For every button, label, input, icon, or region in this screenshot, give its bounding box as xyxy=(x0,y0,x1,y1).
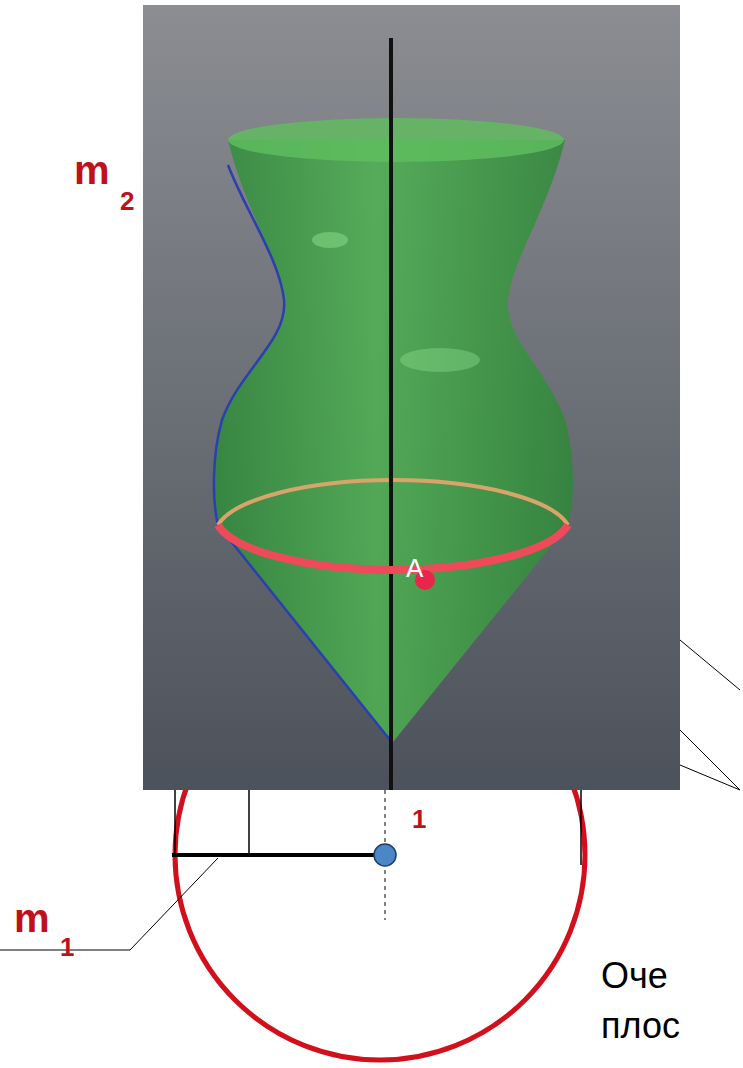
label-m: m xyxy=(14,898,50,938)
subscript: 1 xyxy=(60,934,74,960)
projection-line xyxy=(174,790,176,855)
vase-surface xyxy=(214,140,573,742)
body-text: Оче xyxy=(601,958,668,994)
projection-line xyxy=(580,790,582,865)
meridian-curve xyxy=(214,165,390,740)
leader-line xyxy=(680,730,740,790)
subscript: 2 xyxy=(120,188,134,214)
render-background xyxy=(143,5,680,790)
rotation-axis xyxy=(389,38,393,790)
leader-line xyxy=(0,858,218,950)
axis-point xyxy=(374,844,396,866)
highlight xyxy=(400,348,480,372)
subscript: 1 xyxy=(412,806,426,832)
projection-line xyxy=(248,790,250,855)
vase-top xyxy=(228,118,564,162)
leader-line xyxy=(680,765,740,790)
meridian-plan-line xyxy=(172,853,385,857)
leader-line xyxy=(680,640,740,690)
label-m: m xyxy=(74,150,110,190)
body-text: плос xyxy=(601,1008,680,1044)
highlight xyxy=(312,232,348,248)
parallel-front xyxy=(218,525,568,570)
point-label: A xyxy=(406,555,423,581)
